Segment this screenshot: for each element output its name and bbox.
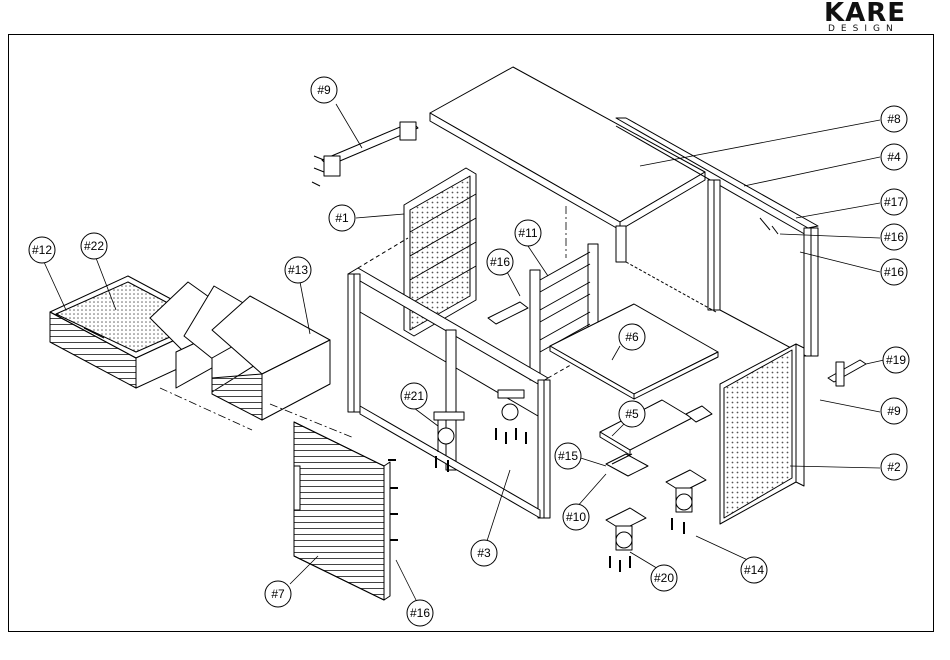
- callout-13: #13: [285, 257, 311, 283]
- callout-20: #20: [651, 565, 677, 591]
- upper-bracket: [312, 122, 418, 186]
- svg-text:#16: #16: [884, 230, 904, 244]
- callout-1: #1: [329, 205, 355, 231]
- callout-15: #15: [555, 443, 581, 469]
- svg-text:#20: #20: [654, 571, 674, 585]
- callout-8: #8: [881, 106, 907, 132]
- callout-17: #17: [881, 189, 907, 215]
- callout-22: #22: [81, 233, 107, 259]
- svg-text:#19: #19: [886, 353, 906, 367]
- svg-text:#6: #6: [625, 330, 639, 344]
- bottom-bracket: [606, 454, 648, 476]
- callout-14: #14: [741, 557, 767, 583]
- callout-9-top: #9: [311, 77, 337, 103]
- svg-text:#16: #16: [490, 255, 510, 269]
- svg-text:#12: #12: [32, 243, 52, 257]
- svg-text:#4: #4: [887, 150, 901, 164]
- callout-10: #10: [563, 504, 589, 530]
- svg-text:#1: #1: [335, 211, 349, 225]
- callout-16-right-top: #16: [881, 224, 907, 250]
- svg-text:#17: #17: [884, 195, 904, 209]
- callout-16-bottom: #16: [407, 600, 433, 626]
- svg-text:#22: #22: [84, 239, 104, 253]
- caster-20: [606, 508, 646, 550]
- callout-5: #5: [619, 401, 645, 427]
- svg-text:#14: #14: [744, 563, 764, 577]
- callout-19: #19: [883, 347, 909, 373]
- svg-text:#9: #9: [317, 83, 331, 97]
- svg-text:#10: #10: [566, 510, 586, 524]
- callout-6: #6: [619, 324, 645, 350]
- svg-text:#7: #7: [271, 587, 285, 601]
- callout-3: #3: [471, 540, 497, 566]
- callout-4: #4: [881, 144, 907, 170]
- svg-text:#5: #5: [625, 407, 639, 421]
- callout-7: #7: [265, 581, 291, 607]
- svg-text:#8: #8: [887, 112, 901, 126]
- svg-text:#9: #9: [887, 404, 901, 418]
- callout-12: #12: [29, 237, 55, 263]
- callout-21: #21: [401, 383, 427, 409]
- right-pegboard: [720, 344, 804, 524]
- callout-9-right: #9: [881, 398, 907, 424]
- caster-14: [666, 470, 706, 512]
- svg-text:#13: #13: [288, 263, 308, 277]
- callout-11: #11: [515, 220, 541, 246]
- callout-2: #2: [881, 454, 907, 480]
- bottom-shelf: [600, 400, 692, 455]
- svg-text:#16: #16: [410, 606, 430, 620]
- svg-text:#16: #16: [884, 265, 904, 279]
- svg-text:#11: #11: [518, 226, 537, 240]
- cabinet-door: [294, 422, 390, 600]
- svg-text:#2: #2: [887, 460, 901, 474]
- callout-16-center: #16: [487, 249, 513, 275]
- svg-text:#3: #3: [477, 546, 491, 560]
- svg-text:#15: #15: [558, 449, 578, 463]
- svg-text:#21: #21: [404, 389, 424, 403]
- callout-16-right-mid: #16: [881, 259, 907, 285]
- middle-shelf: [550, 304, 718, 399]
